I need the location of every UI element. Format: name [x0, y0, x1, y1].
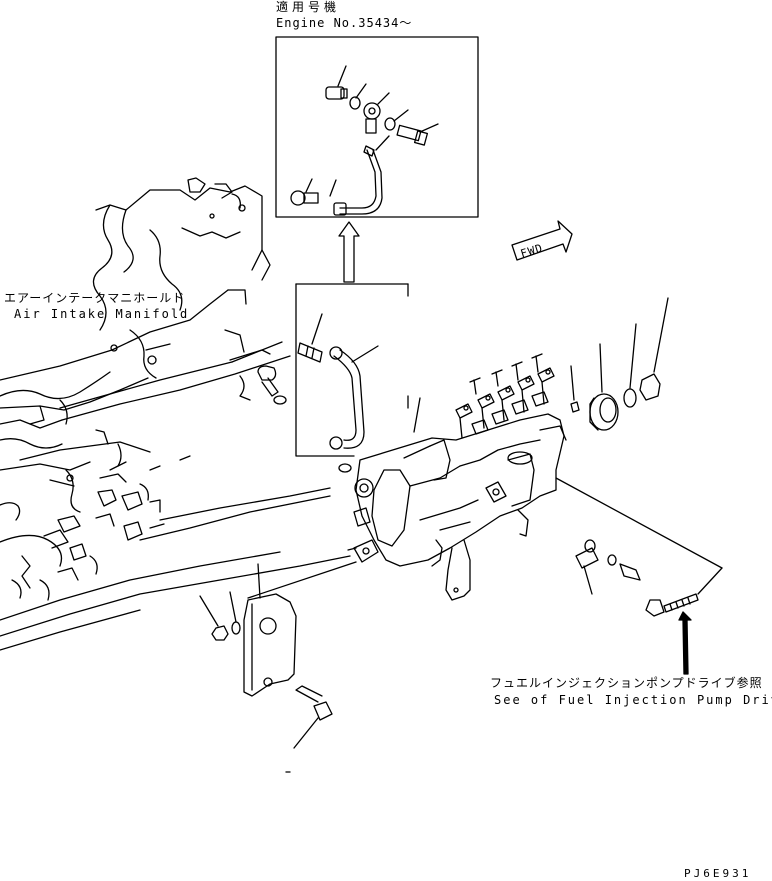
reference-arrow: [678, 611, 692, 675]
air-intake-manifold-label-en: Air Intake Manifold: [14, 307, 190, 321]
bracket-bolt: [285, 685, 333, 773]
pipe-washer-2: [338, 463, 352, 473]
inset-connector-2: [329, 179, 347, 216]
inset-pointer-arrow: [338, 221, 360, 283]
pump-delivery-valves: [455, 353, 555, 439]
oil-pipe-group: [257, 283, 409, 473]
key: [570, 365, 580, 413]
bracket-nut: [199, 595, 229, 641]
drive-leader-2: [247, 561, 357, 599]
banjo-bolt-lower: [619, 563, 641, 581]
inset-banjo-bolt: [396, 123, 439, 146]
fwd-direction-arrow: [511, 220, 573, 261]
fuel-injection-pump: [347, 353, 567, 601]
fuel-pump-drive-reference-jp: フュエルインジェクションポンプドライブ参照: [490, 676, 763, 690]
air-intake-manifold: [0, 177, 351, 651]
inset-applicability-label: 適用号機: [276, 0, 341, 14]
drawing-code: PJ6E931: [684, 867, 752, 880]
inset-banjo-fitting: [363, 92, 390, 134]
pump-governor: [485, 425, 567, 537]
air-intake-manifold-label-jp: エアーインテークマニホールド: [4, 291, 186, 305]
inset-engine-serial-label: Engine No.35434～: [276, 16, 413, 30]
pump-support-leg: [445, 539, 471, 601]
lock-nut: [639, 297, 669, 401]
drive-leader-1: [555, 477, 723, 569]
drive-stud: [645, 567, 723, 617]
pipe-bolt: [257, 365, 279, 397]
lock-washer: [623, 323, 637, 408]
bracket-washer: [229, 591, 241, 635]
inset-washer-2: [384, 117, 396, 131]
pump-drive-parts: [570, 297, 723, 675]
pump-shaft: [347, 547, 357, 551]
pump-bracket: [243, 563, 297, 697]
washer-lower: [607, 554, 617, 566]
inset-detail-box: [275, 36, 479, 218]
banjo-fitting-lower: [575, 539, 599, 595]
inset-washer-1: [349, 96, 361, 110]
fuel-pump-drive-reference-en: See of Fuel Injection Pump Drive: [494, 693, 772, 707]
pipe-washer: [273, 395, 287, 405]
drive-gear: [589, 343, 619, 431]
inset-connector-bolt: [325, 65, 348, 100]
inset-oil-pipe: [339, 135, 390, 215]
inset-bolt-fitting: [290, 178, 319, 206]
oil-pipe: [329, 345, 379, 450]
pipe-connector: [297, 313, 323, 363]
